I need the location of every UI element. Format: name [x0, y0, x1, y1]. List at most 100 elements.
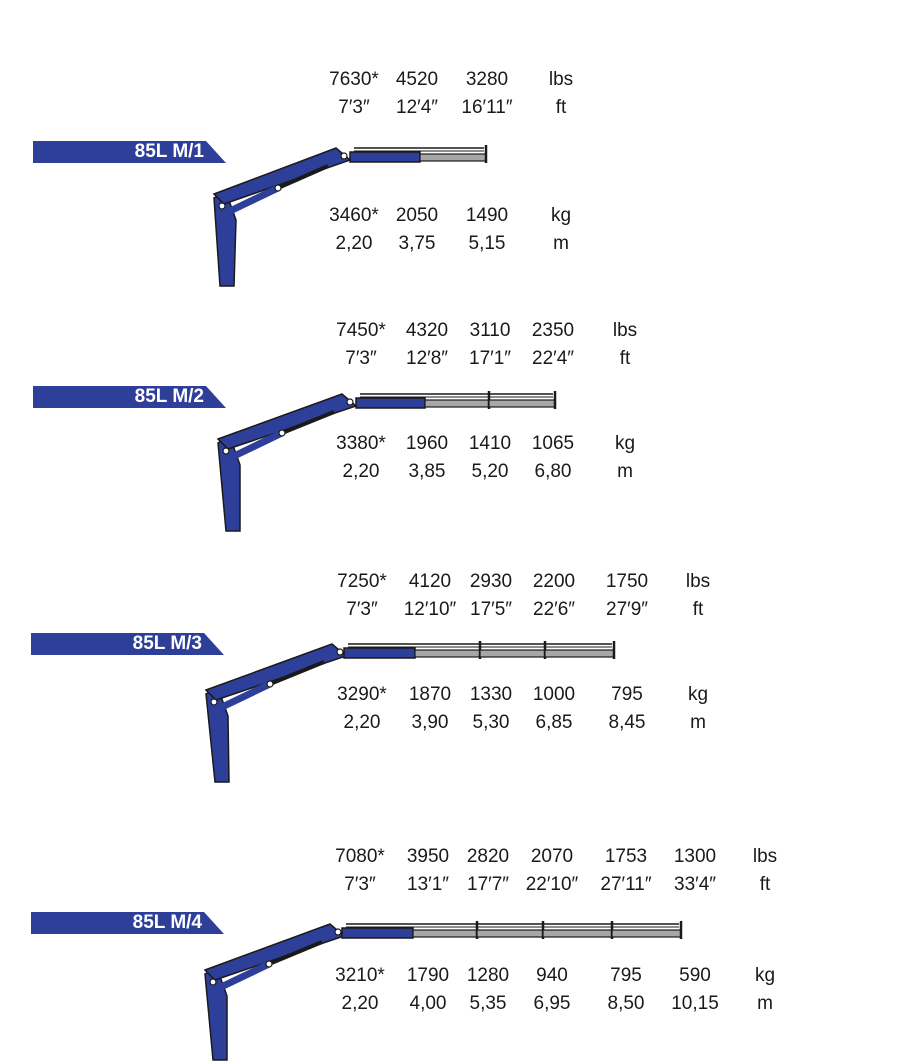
- pivot-pin: [218, 202, 226, 210]
- ft-unit-label: ft: [759, 874, 771, 895]
- ft-row: 7′3″12′4″16′11″ft: [0, 94, 906, 122]
- m-value: 3,90: [411, 712, 449, 733]
- kg-value: 1490: [465, 205, 509, 226]
- ft-value: 12′8″: [406, 348, 448, 369]
- pivot-pin: [222, 447, 230, 455]
- ft-value: 7′3″: [344, 874, 376, 895]
- lbs-value: 4520: [395, 69, 439, 90]
- ft-value: 7′3″: [346, 599, 378, 620]
- ft-value: 16′11″: [461, 97, 513, 118]
- ft-value: 27′9″: [606, 599, 648, 620]
- lbs-value: 2820: [466, 846, 510, 867]
- lbs-value: 4320: [405, 320, 449, 341]
- m-value: 3,85: [408, 461, 446, 482]
- lift-cylinder: [230, 429, 284, 461]
- lbs-value: 3950: [406, 846, 450, 867]
- pivot-pin: [265, 960, 273, 968]
- model-label: 85L M/3: [31, 633, 224, 655]
- model-label: 85L M/4: [31, 912, 224, 934]
- lbs-unit-label: lbs: [548, 69, 574, 90]
- lbs-value: 1753: [604, 846, 648, 867]
- kg-value: 3460*: [329, 205, 379, 226]
- ft-value: 12′10″: [403, 599, 457, 620]
- model-label: 85L M/2: [33, 386, 226, 408]
- m-value: 10,15: [671, 993, 719, 1014]
- lbs-value: 1750: [605, 571, 649, 592]
- m-value: 4,00: [409, 993, 447, 1014]
- lift-cylinder-rod: [281, 410, 335, 435]
- kg-unit-label: kg: [687, 684, 709, 705]
- boom-extension-3: [542, 929, 613, 938]
- m-unit-label: m: [617, 461, 633, 482]
- lbs-unit-label: lbs: [685, 571, 711, 592]
- boom-extension-4: [611, 929, 682, 938]
- ft-unit-label: ft: [555, 97, 567, 118]
- crane-diagram: [204, 641, 616, 783]
- lbs-value: 2350: [531, 320, 575, 341]
- m-value: 8,50: [607, 993, 645, 1014]
- kg-value: 795: [610, 965, 642, 986]
- model-label: 85L M/1: [33, 141, 226, 163]
- boom-extension-1: [412, 929, 478, 938]
- m-row: 2,20 3,85 5,20 6,80 m: [0, 458, 906, 486]
- m-value: 2,20: [343, 712, 381, 733]
- lift-cylinder-rod: [277, 164, 329, 190]
- crane-column: [205, 686, 230, 783]
- lbs-value: 3280: [465, 69, 509, 90]
- kg-value: 1870: [408, 684, 452, 705]
- lbs-value: 2930: [469, 571, 513, 592]
- ft-value: 17′5″: [470, 599, 512, 620]
- m-value: 2,20: [335, 233, 373, 254]
- lift-cylinder: [217, 960, 271, 992]
- ft-value: 22′4″: [532, 348, 574, 369]
- ft-value: 13′1″: [407, 874, 449, 895]
- kg-value: 1280: [466, 965, 510, 986]
- kg-row: 3460* 2050 1490 kg: [0, 202, 906, 230]
- lift-cylinder-rod: [268, 940, 323, 966]
- m-value: 6,85: [535, 712, 573, 733]
- m-unit-label: m: [690, 712, 706, 733]
- lbs-value: 3110: [469, 320, 511, 341]
- ft-value: 12′4″: [396, 97, 438, 118]
- m-value: 6,95: [533, 993, 571, 1014]
- ft-value: 27′11″: [600, 874, 652, 895]
- m-value: 6,80: [534, 461, 572, 482]
- kg-value: 1330: [469, 684, 513, 705]
- ft-value: 22′10″: [525, 874, 579, 895]
- kg-value: 2050: [395, 205, 439, 226]
- kg-value: 940: [536, 965, 568, 986]
- pivot-pin: [209, 978, 217, 986]
- kg-value: 1000: [532, 684, 576, 705]
- lbs-value: 7250*: [337, 571, 387, 592]
- ft-value: 17′7″: [467, 874, 509, 895]
- ft-value: 17′1″: [469, 348, 511, 369]
- ft-row: 7′3″ 13′1″ 17′7″ 22′10″ 27′11″ 33′4″ ft: [0, 871, 906, 899]
- m-value: 5,35: [469, 993, 507, 1014]
- pivot-pin: [274, 184, 282, 192]
- ft-value: 33′4″: [674, 874, 716, 895]
- m-value: 5,15: [468, 233, 506, 254]
- ft-value: 7′3″: [345, 348, 377, 369]
- pivot-pin: [346, 398, 354, 406]
- kg-unit-label: kg: [550, 205, 572, 226]
- kg-value: 3290*: [337, 684, 387, 705]
- kg-value: 1410: [468, 433, 512, 454]
- m-value: 2,20: [342, 461, 380, 482]
- lift-cylinder-rod: [269, 660, 325, 686]
- pivot-pin: [278, 429, 286, 437]
- m-value: 5,20: [471, 461, 509, 482]
- crane-diagram: [216, 391, 557, 532]
- ft-row: 7′3″12′10″17′5″22′6″27′9″ft: [0, 596, 906, 624]
- crane-diagram: [212, 145, 488, 287]
- pivot-pin: [336, 648, 344, 656]
- m-unit-label: m: [553, 233, 569, 254]
- ft-unit-label: ft: [619, 348, 631, 369]
- crane-column: [217, 435, 241, 532]
